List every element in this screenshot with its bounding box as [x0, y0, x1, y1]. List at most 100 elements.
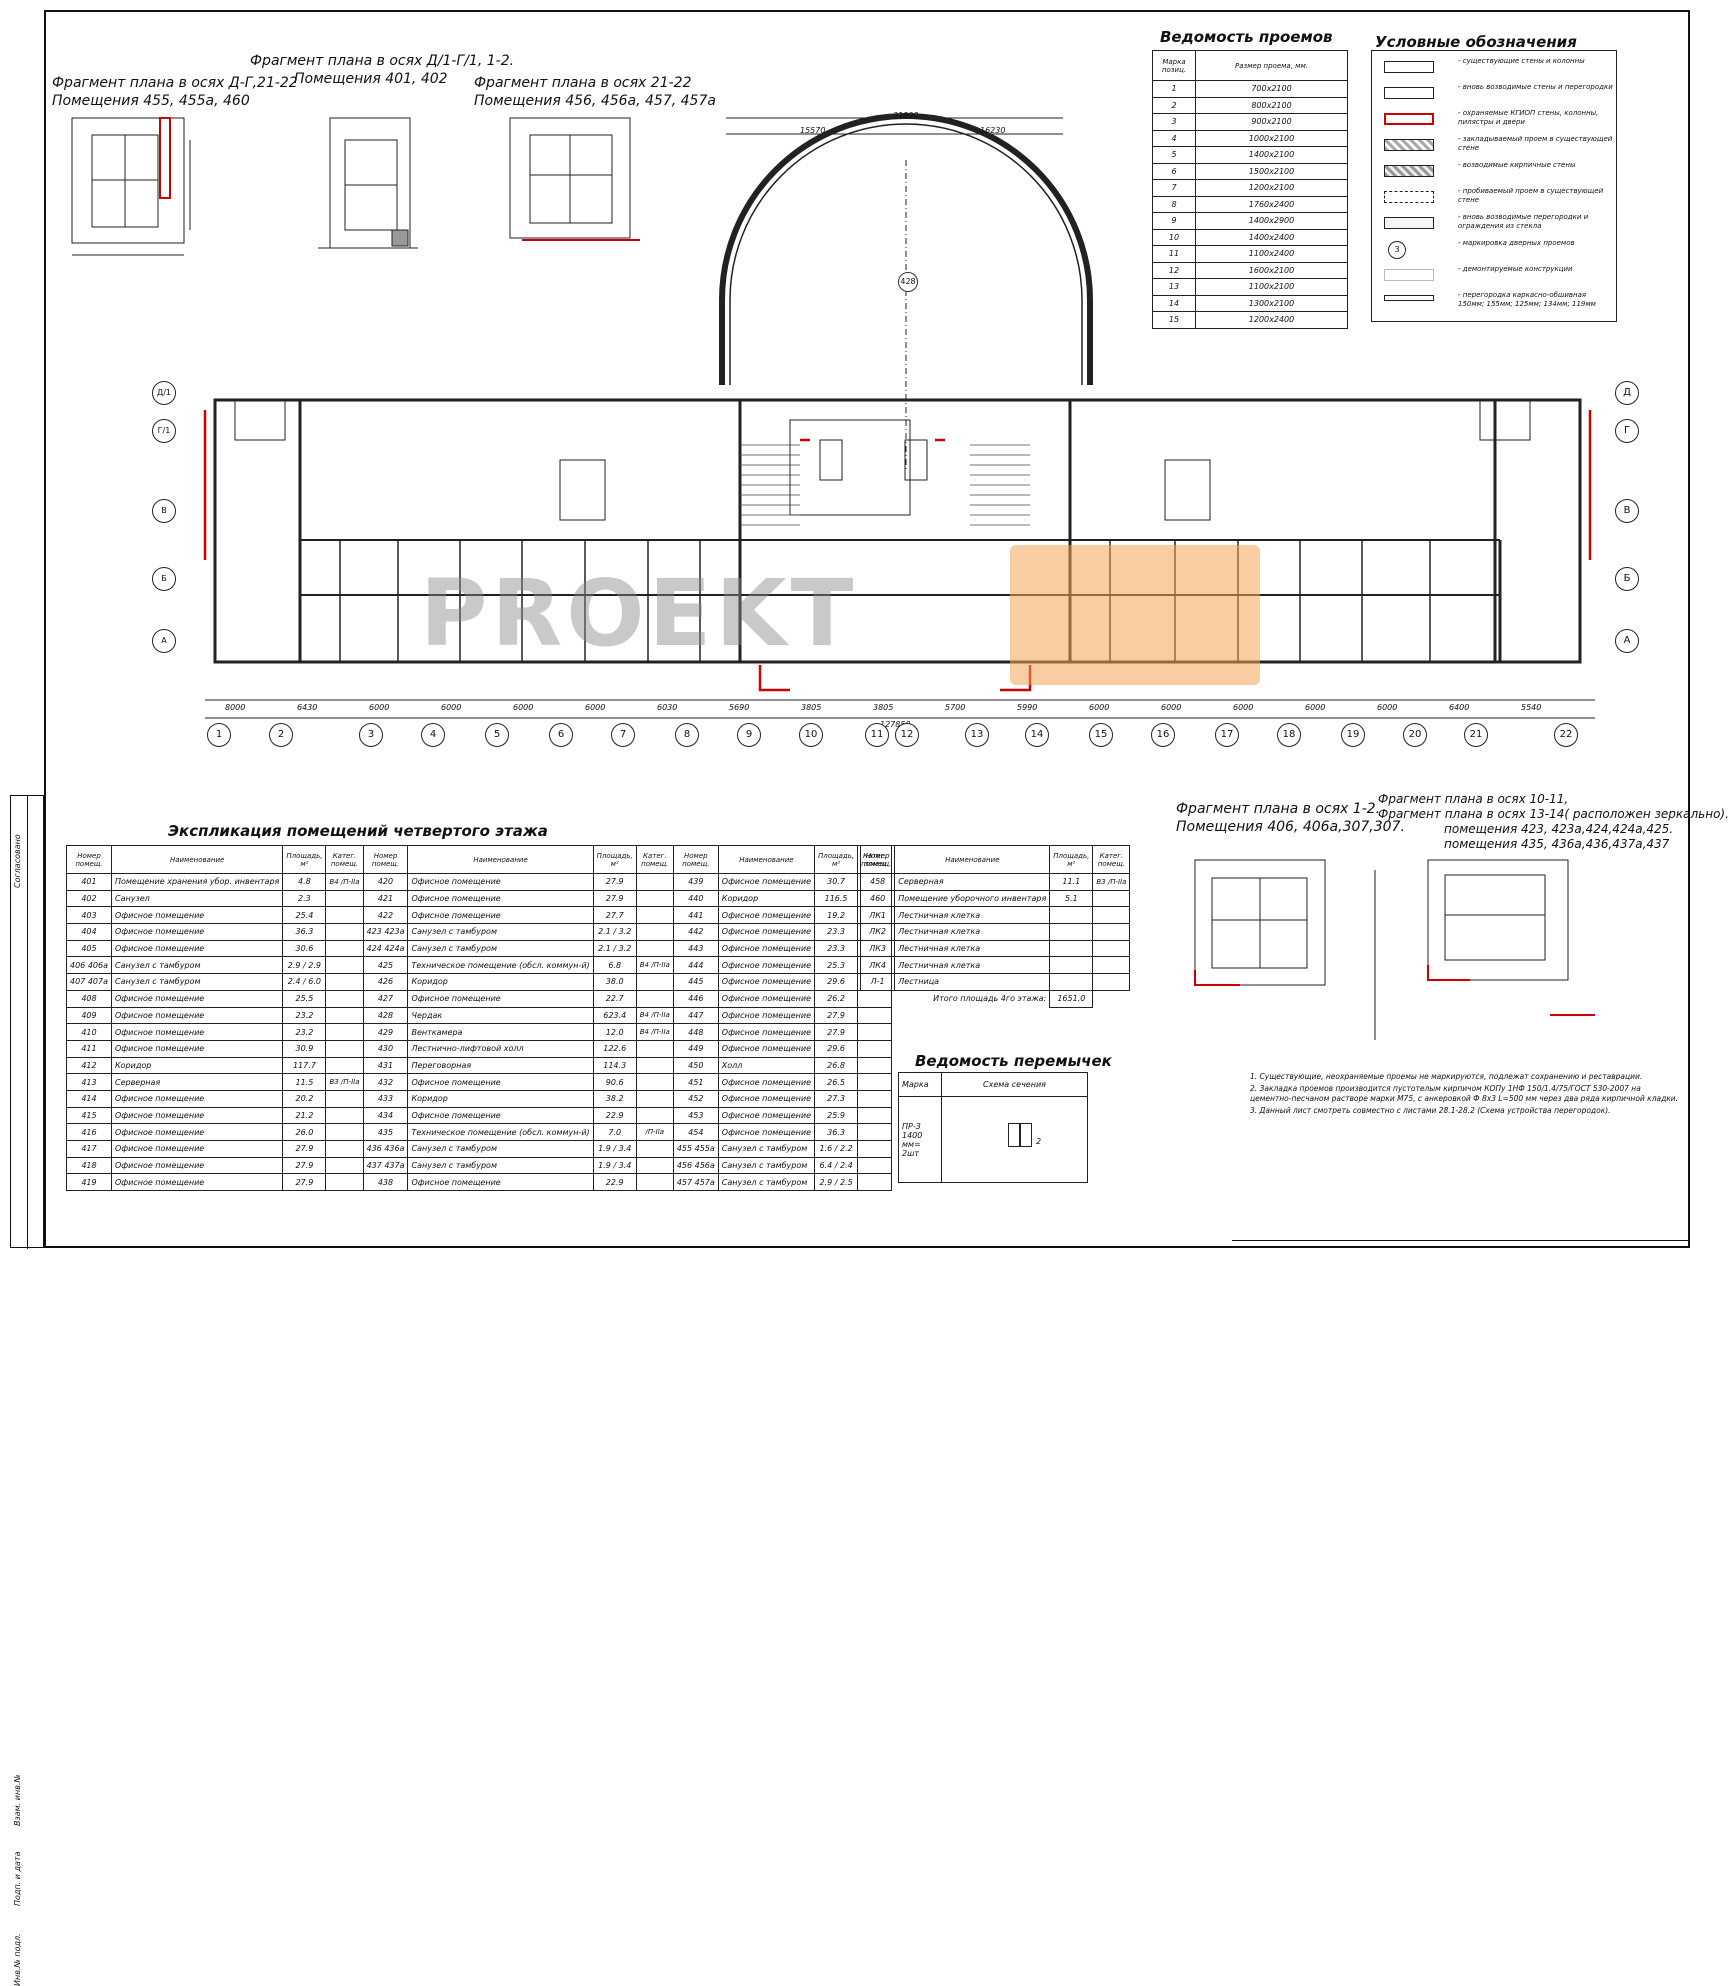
explication-cell	[325, 1039, 364, 1058]
explication-cell: Чердак	[407, 1006, 594, 1025]
lintels-header-mark: Марка	[898, 1072, 942, 1097]
axis-bubble: 1	[207, 723, 231, 747]
legend-item: - пробиваемый проем в существующей стене	[1372, 187, 1616, 211]
explication-header: Номер помещ.	[672, 845, 719, 874]
explication-cell: Л-1	[859, 973, 896, 991]
explication-cell: Серверная	[110, 1073, 284, 1091]
openings-size: 1100х2400	[1195, 245, 1348, 263]
axis-bubble: Д/1	[152, 381, 176, 405]
explication-cell: 623.4	[592, 1006, 637, 1025]
dimension-label: 5700	[945, 703, 966, 712]
axis-bubble: 4	[421, 723, 445, 747]
explication-cell: Офисное помещение	[407, 873, 594, 891]
openings-mark: 11	[1152, 245, 1196, 263]
explication-cell: 411	[66, 1039, 112, 1058]
explication-cell	[325, 923, 364, 941]
explication-cell: 2.9 / 2.9	[282, 956, 327, 975]
explication-cell: Переговорная	[407, 1056, 594, 1075]
openings-size: 1600х2100	[1195, 261, 1348, 279]
explication-cell: 22.7	[592, 989, 637, 1008]
explication-cell: 404	[66, 923, 112, 941]
dimension-label: 5990	[1017, 703, 1038, 712]
explication-cell: 437 437а	[362, 1156, 409, 1175]
axis-bubble: 5	[485, 723, 509, 747]
explication-cell: 1.9 / 3.4	[592, 1156, 637, 1175]
explication-cell: Санузел	[110, 889, 284, 908]
overall-dimension: 127850	[880, 720, 911, 729]
explication-cell: Офисное помещение	[717, 989, 816, 1008]
legend-item: - возводимые кирпичные стены	[1372, 161, 1616, 185]
explication-cell: 22.9	[592, 1106, 637, 1125]
explication-cell	[1092, 956, 1131, 975]
explication-cell: 29.6	[814, 973, 859, 991]
explication-cell	[635, 1156, 674, 1175]
explication-cell: Лестнично-лифтовой холл	[407, 1039, 594, 1058]
explication-cell	[1092, 906, 1131, 925]
explication-cell: 30.9	[282, 1039, 327, 1058]
axis-bubble: 9	[737, 723, 761, 747]
explication-cell: Лестничная клетка	[894, 956, 1051, 975]
explication-cell: 22.9	[592, 1173, 637, 1192]
dimension-label: 6000	[441, 703, 462, 712]
explication-cell: Санузел с тамбуром	[407, 923, 594, 941]
explication-cell: 414	[66, 1089, 112, 1108]
lintels-title: Ведомость перемычек	[915, 1052, 1112, 1070]
fragment-plan-5	[1427, 859, 1595, 1016]
explication-cell: 4.8	[282, 873, 327, 891]
explication-cell	[635, 1173, 674, 1192]
dimension-label: 8000	[225, 703, 246, 712]
explication-cell: В3 /П-IIа	[1092, 873, 1131, 891]
explication-cell: Офисное помещение	[717, 1073, 816, 1091]
explication-cell: Серверная	[894, 873, 1051, 891]
explication-cell: 2.9 / 2.5	[814, 1173, 859, 1192]
explication-cell: 429	[362, 1023, 409, 1041]
explication-cell: Офисное помещение	[407, 1173, 594, 1192]
total-value: 1651.0	[1049, 989, 1094, 1008]
explication-cell: Лестничная клетка	[894, 939, 1051, 958]
explication-cell: 412	[66, 1056, 112, 1075]
explication-header: Наименование	[110, 845, 284, 874]
note-1: 1. Существующие, неохраняемые проемы не …	[1250, 1072, 1643, 1081]
note-2: 2. Закладка проемов производится пустоте…	[1250, 1084, 1679, 1103]
explication-cell	[857, 1140, 893, 1158]
dimension-label: 6030	[657, 703, 678, 712]
explication-cell: 438	[362, 1173, 409, 1192]
explication-cell: 452	[672, 1089, 719, 1108]
dimension-label: 5690	[729, 703, 750, 712]
explication-cell: 417	[66, 1140, 112, 1158]
explication-cell: Санузел с тамбуром	[110, 973, 284, 991]
legend-label: - охраняемые КГИОП стены, колонны, пиляс…	[1458, 109, 1599, 126]
explication-cell: 434	[362, 1106, 409, 1125]
explication-cell: Офисное помещение	[110, 906, 284, 925]
explication-cell: 21.2	[282, 1106, 327, 1125]
explication-cell: 443	[672, 939, 719, 958]
explication-cell: 27.9	[282, 1173, 327, 1192]
explication-cell: 444	[672, 956, 719, 975]
explication-cell: 23.2	[282, 1023, 327, 1041]
explication-header: Номер помещ.	[362, 845, 409, 874]
explication-cell: 433	[362, 1089, 409, 1108]
explication-cell: 2.4 / 6.0	[282, 973, 327, 991]
explication-cell	[635, 1039, 674, 1058]
explication-cell: 29.6	[814, 1039, 859, 1058]
explication-cell: Офисное помещение	[407, 1073, 594, 1091]
explication-cell: 122.6	[592, 1039, 637, 1058]
explication-cell: 451	[672, 1073, 719, 1091]
axis-bubble: Д	[1615, 381, 1639, 405]
explication-header: Катег. помещ.	[1092, 845, 1131, 874]
explication-cell: 440	[672, 889, 719, 908]
explication-cell	[635, 873, 674, 891]
